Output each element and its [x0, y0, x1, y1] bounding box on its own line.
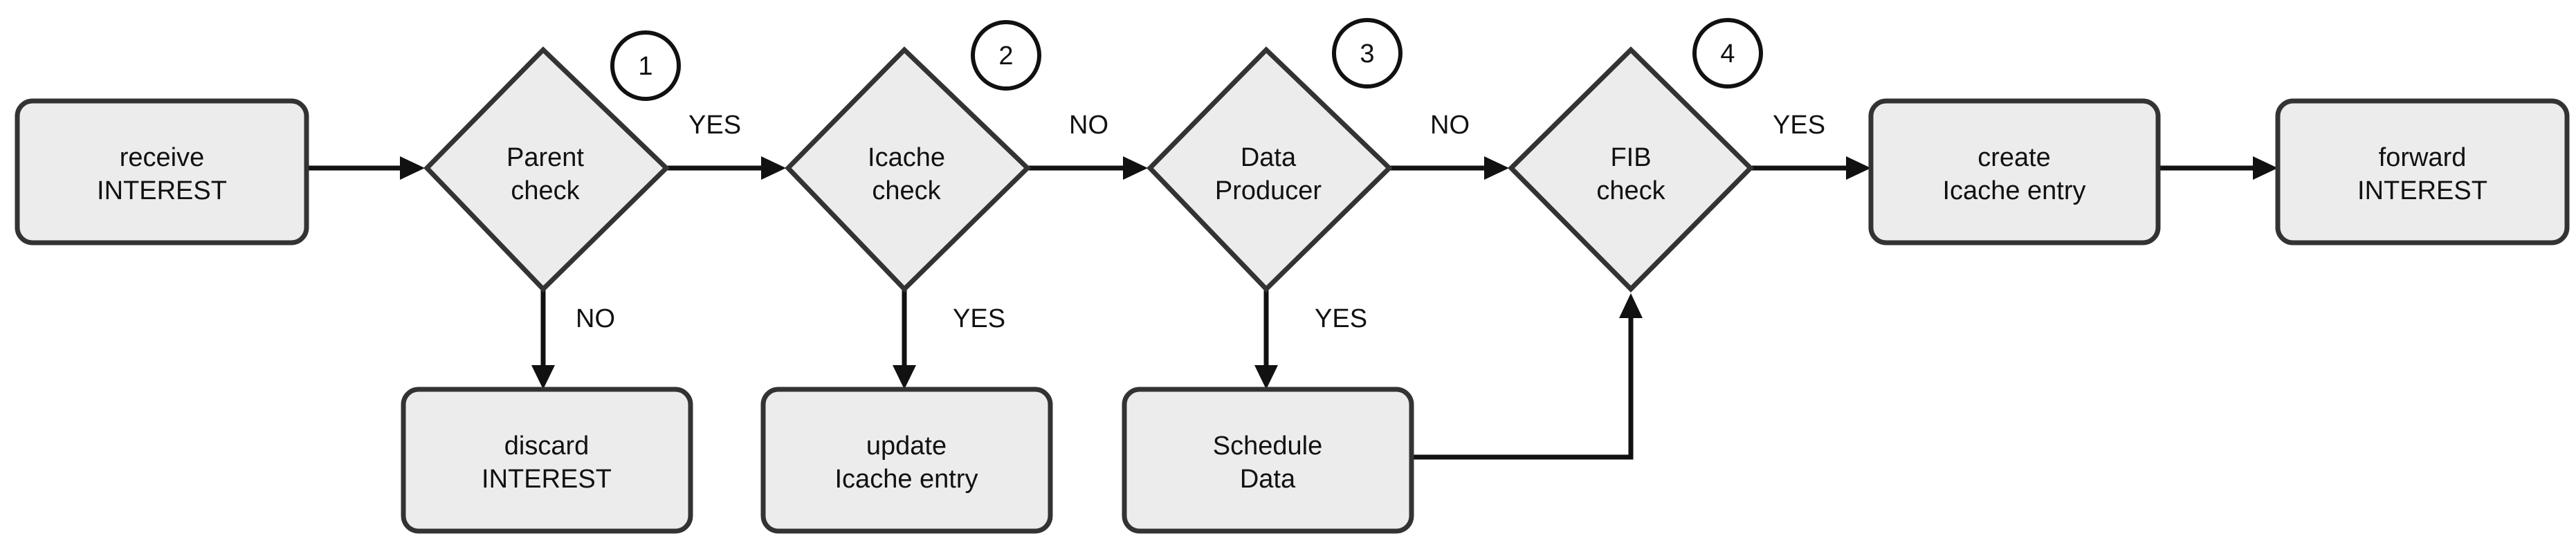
node-label-line1: Schedule: [1213, 432, 1322, 461]
edge-labels: YES NO NO YES NO YES YES: [576, 111, 1825, 333]
node-label-line1: Data: [1241, 143, 1297, 172]
edge-label-producer-yes: YES: [1315, 304, 1367, 333]
step-number: 1: [638, 52, 652, 81]
node-schedule-data: Schedule Data: [1122, 387, 1414, 534]
arrowhead: [1619, 293, 1643, 318]
node-label-line2: INTEREST: [97, 176, 227, 205]
step-badge-1: 1: [610, 30, 681, 101]
step-number: 3: [1360, 39, 1374, 68]
node-label-line2: check: [511, 176, 580, 205]
arrowhead: [400, 156, 425, 180]
step-badge-4: 4: [1692, 18, 1763, 89]
node-label-line2: INTEREST: [2357, 176, 2487, 205]
edge-label-parent-yes: YES: [688, 111, 741, 140]
step-badge-2: 2: [971, 20, 1041, 91]
edge-schedule-to-fib: [1412, 317, 1634, 460]
node-label-line1: Parent: [506, 143, 584, 172]
arrowhead: [761, 156, 786, 180]
node-label-line2: check: [1596, 176, 1665, 205]
node-label-line1: forward: [2379, 143, 2467, 172]
edge-label-parent-no: NO: [576, 304, 615, 333]
node-parent-check: Parent check: [423, 46, 670, 293]
node-label-line1: FIB: [1610, 143, 1651, 172]
node-fib-check: FIB check: [1508, 46, 1754, 293]
node-forward-interest: forward INTEREST: [2275, 98, 2570, 245]
step-number: 4: [1720, 39, 1735, 68]
arrowhead: [531, 365, 555, 389]
arrowhead: [893, 365, 916, 389]
node-create-icache-entry: create Icache entry: [1868, 98, 2161, 245]
node-label-line1: Icache: [868, 143, 945, 172]
node-label-line2: Data: [1240, 465, 1296, 494]
arrowhead: [2253, 156, 2278, 180]
node-label-line1: create: [1977, 143, 2051, 172]
node-label-line2: INTEREST: [482, 465, 612, 494]
edge-label-icache-no: NO: [1069, 111, 1108, 140]
arrowhead: [1254, 365, 1278, 389]
node-label-line1: discard: [504, 432, 590, 461]
arrowhead: [1123, 156, 1148, 180]
step-badge-3: 3: [1332, 18, 1403, 89]
connectors: [308, 156, 2278, 460]
node-icache-check: Icache check: [785, 46, 1032, 293]
node-update-icache-entry: update Icache entry: [760, 387, 1053, 534]
node-receive-interest: receive INTEREST: [15, 98, 309, 245]
edge-label-icache-yes: YES: [953, 304, 1005, 333]
edge-label-producer-no: NO: [1430, 111, 1470, 140]
arrowhead: [1484, 156, 1509, 180]
node-label-line1: update: [866, 432, 947, 461]
node-data-producer: Data Producer: [1147, 46, 1394, 293]
edge-label-fib-yes: YES: [1773, 111, 1825, 140]
node-label-line1: receive: [120, 143, 205, 172]
node-label-line2: Producer: [1215, 176, 1322, 205]
step-number: 2: [998, 41, 1013, 71]
node-discard-interest: discard INTEREST: [401, 387, 693, 534]
node-label-line2: check: [872, 176, 941, 205]
node-label-line2: Icache entry: [835, 465, 978, 494]
node-label-line2: Icache entry: [1943, 176, 2086, 205]
arrowhead: [1846, 156, 1871, 180]
